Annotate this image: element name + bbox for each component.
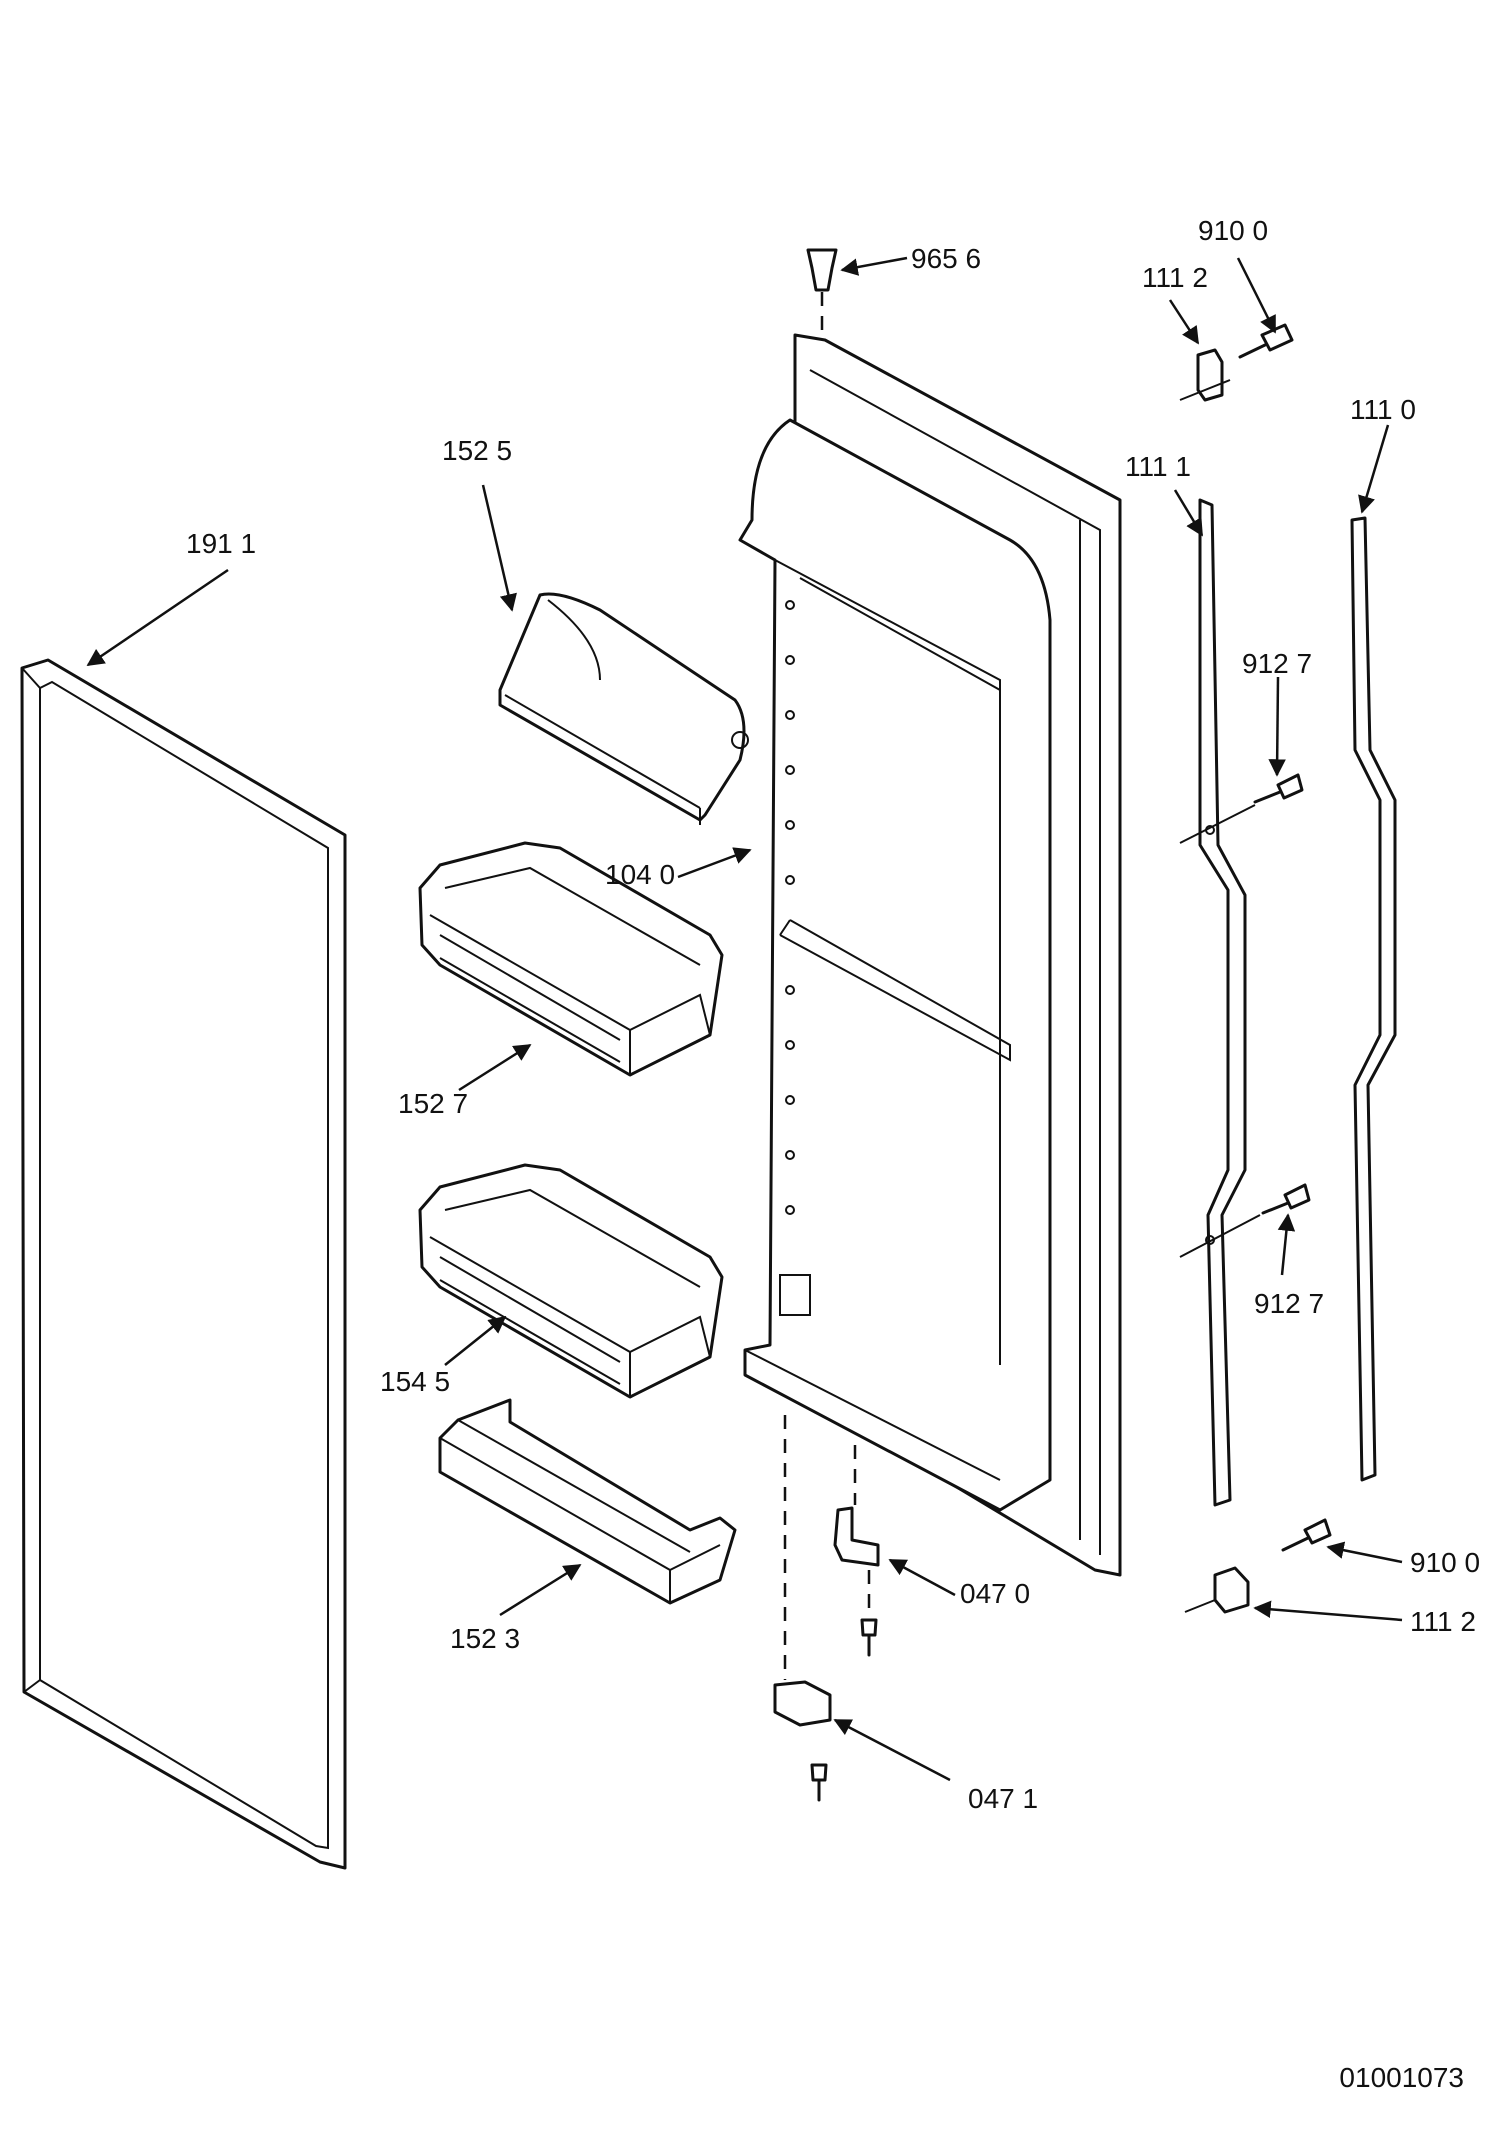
callout-1523: 152 3 xyxy=(450,1623,521,1654)
callout-0471: 047 1 xyxy=(968,1783,1039,1814)
callout-1040: 104 0 xyxy=(605,859,676,890)
screw-upper-drawing xyxy=(1238,323,1294,359)
handle-cap-lower-drawing xyxy=(1184,1566,1250,1614)
callout-9127-upper: 912 7 xyxy=(1242,648,1313,679)
callout-1112-lower: 111 2 xyxy=(1410,1606,1476,1637)
screw-middle-lower-drawing xyxy=(1179,1183,1311,1258)
callout-1525: 152 5 xyxy=(442,435,513,466)
door-bin-upper-drawing xyxy=(418,841,724,1077)
screw-middle-upper-drawing xyxy=(1179,773,1304,844)
door-gasket-drawing xyxy=(20,658,347,1870)
handle-drawing xyxy=(1198,498,1247,1507)
callout-1527: 152 7 xyxy=(398,1088,469,1119)
callout-0470: 047 0 xyxy=(960,1578,1031,1609)
handle-cap-upper-drawing xyxy=(1179,348,1231,402)
door-liner-drawing xyxy=(738,333,1122,1577)
callout-9100-upper: 910 0 xyxy=(1198,215,1269,246)
dairy-compartment-drawing xyxy=(498,592,749,825)
callout-9656: 965 6 xyxy=(911,243,982,274)
callout-1911: 191 1 xyxy=(186,528,257,559)
screw-lower-drawing xyxy=(1281,1518,1332,1552)
callout-1111: 111 1 xyxy=(1125,451,1191,482)
callout-9100-lower: 910 0 xyxy=(1410,1547,1481,1578)
callout-1110: 111 0 xyxy=(1350,394,1416,425)
handle-trim-drawing xyxy=(1350,516,1397,1482)
callout-1545: 154 5 xyxy=(380,1366,451,1397)
document-number: 01001073 xyxy=(1339,2062,1464,2093)
plug-drawing xyxy=(806,248,838,335)
door-bin-lower-drawing xyxy=(418,1163,724,1399)
lower-hinge-drawing xyxy=(833,1445,880,1657)
hinge-bracket-drawing xyxy=(773,1415,832,1802)
leader-lines xyxy=(86,256,1403,1782)
callout-1112-upper: 111 2 xyxy=(1142,262,1208,293)
callout-9127-lower: 912 7 xyxy=(1254,1288,1325,1319)
bottle-shelf-drawing xyxy=(438,1398,737,1605)
